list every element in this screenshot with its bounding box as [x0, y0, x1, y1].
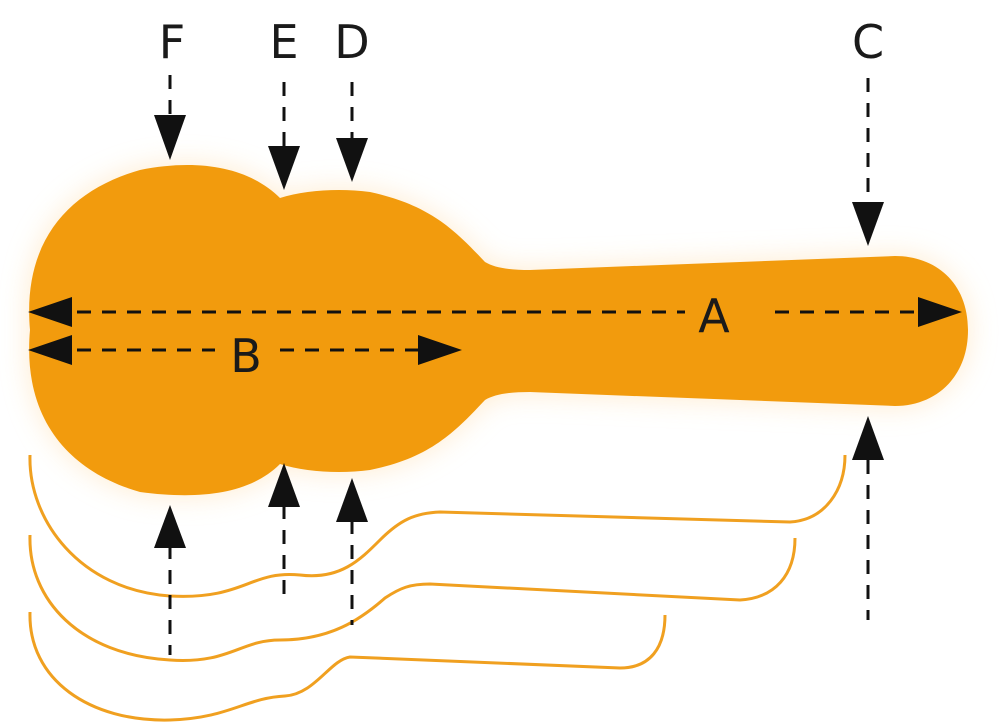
size-outlines	[28, 454, 847, 722]
size-outline-medium	[28, 534, 797, 662]
label-b: B	[230, 329, 262, 383]
arrow-f-bottom-head	[154, 505, 186, 548]
arrow-d-top-head	[336, 138, 368, 182]
label-c: C	[852, 15, 884, 69]
size-outline-small	[28, 611, 667, 722]
dimension-labels: F E D C A B	[159, 15, 884, 383]
size-outline-large	[28, 454, 847, 598]
label-d: D	[334, 15, 369, 69]
arrow-f-top-head	[154, 115, 186, 160]
arrow-b-left-head	[28, 335, 72, 365]
arrow-c-bottom-head	[852, 416, 884, 460]
label-f: F	[159, 15, 185, 69]
arrow-b-right-head	[418, 335, 462, 365]
arrow-e-top-head	[268, 146, 300, 190]
arrow-c-top-head	[852, 202, 884, 246]
arrow-a-right-head	[918, 297, 962, 327]
label-a: A	[698, 289, 730, 343]
arrow-a-left-head	[28, 297, 72, 327]
arrow-e-bottom-head	[268, 463, 300, 507]
guitar-case-body	[29, 165, 968, 496]
label-e: E	[269, 15, 298, 69]
dimension-arrows	[28, 75, 962, 655]
arrow-d-bottom-head	[336, 478, 368, 522]
